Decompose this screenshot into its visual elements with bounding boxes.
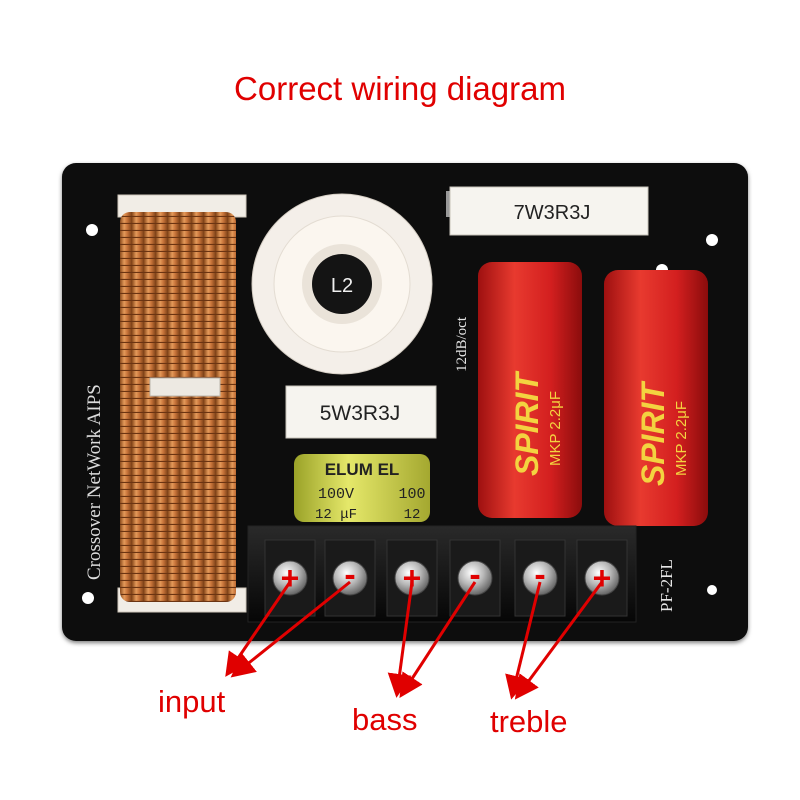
terminal-minus-sign: - <box>534 556 545 594</box>
electrolytic-brand: ELUM EL <box>325 460 400 479</box>
l2-core <box>312 254 372 314</box>
electrolytic-capacitor: ELUM EL 100V 100 12 μF 12 <box>294 454 430 523</box>
electrolytic-value: 12 μF <box>315 507 357 523</box>
label-bass: bass <box>352 702 418 737</box>
arrow-bass-minus <box>399 581 477 699</box>
arrow-input-plus <box>225 581 292 677</box>
label-treble: treble <box>490 704 568 739</box>
terminal-block: +-+--+ <box>247 525 637 623</box>
l2-bobbin: L2 <box>251 193 433 375</box>
mount-hole <box>706 234 718 246</box>
arrow-input-minus <box>230 580 351 678</box>
mount-hole <box>86 224 98 236</box>
l2-label: L2 <box>331 275 353 297</box>
film-cap-2-brand: SPIRIT <box>635 380 671 486</box>
electrolytic-value-2: 12 <box>404 507 421 523</box>
label-input: input <box>158 684 226 719</box>
resistor-7w-label: 7W3R3J <box>514 202 591 224</box>
terminal-minus-sign: - <box>344 556 355 594</box>
wiring-arrows <box>225 580 604 700</box>
film-cap-2-spec: MKP 2.2μF <box>673 401 690 476</box>
diagram-title: Correct wiring diagram <box>234 70 566 107</box>
terminal-minus-sign: - <box>469 556 480 594</box>
model-text: PF-2FL <box>657 559 676 612</box>
arrow-bass-plus <box>387 581 414 698</box>
film-cap-1-spec: MKP 2.2μF <box>547 391 564 466</box>
film-capacitor-1: SPIRIT MKP 2.2μF <box>478 262 582 518</box>
terminal-screw <box>522 560 558 596</box>
terminal-plus-sign: + <box>403 560 422 596</box>
resistor-5w-label: 5W3R3J <box>320 402 401 425</box>
arrow-treble-minus <box>505 581 542 700</box>
terminal-screw <box>332 560 368 596</box>
slope-text: 12dB/oct <box>454 316 470 372</box>
resistor-7w: 7W3R3J <box>446 186 649 236</box>
terminal-screw <box>584 560 620 596</box>
board-side-text: Crossover NetWork AIPS <box>84 384 105 580</box>
arrow-treble-plus <box>514 581 604 700</box>
terminal-screw <box>272 560 308 596</box>
film-capacitor-2: SPIRIT MKP 2.2μF <box>604 270 708 526</box>
inductor-coil <box>117 194 247 613</box>
terminal-screw <box>457 560 493 596</box>
electrolytic-voltage-2: 100 <box>398 486 425 503</box>
film-cap-1-brand: SPIRIT <box>509 370 545 476</box>
resistor-5w: 5W3R3J <box>285 385 437 439</box>
mount-hole <box>82 592 94 604</box>
terminal-screw <box>394 560 430 596</box>
electrolytic-voltage: 100V <box>318 486 354 503</box>
mount-hole <box>707 585 717 595</box>
